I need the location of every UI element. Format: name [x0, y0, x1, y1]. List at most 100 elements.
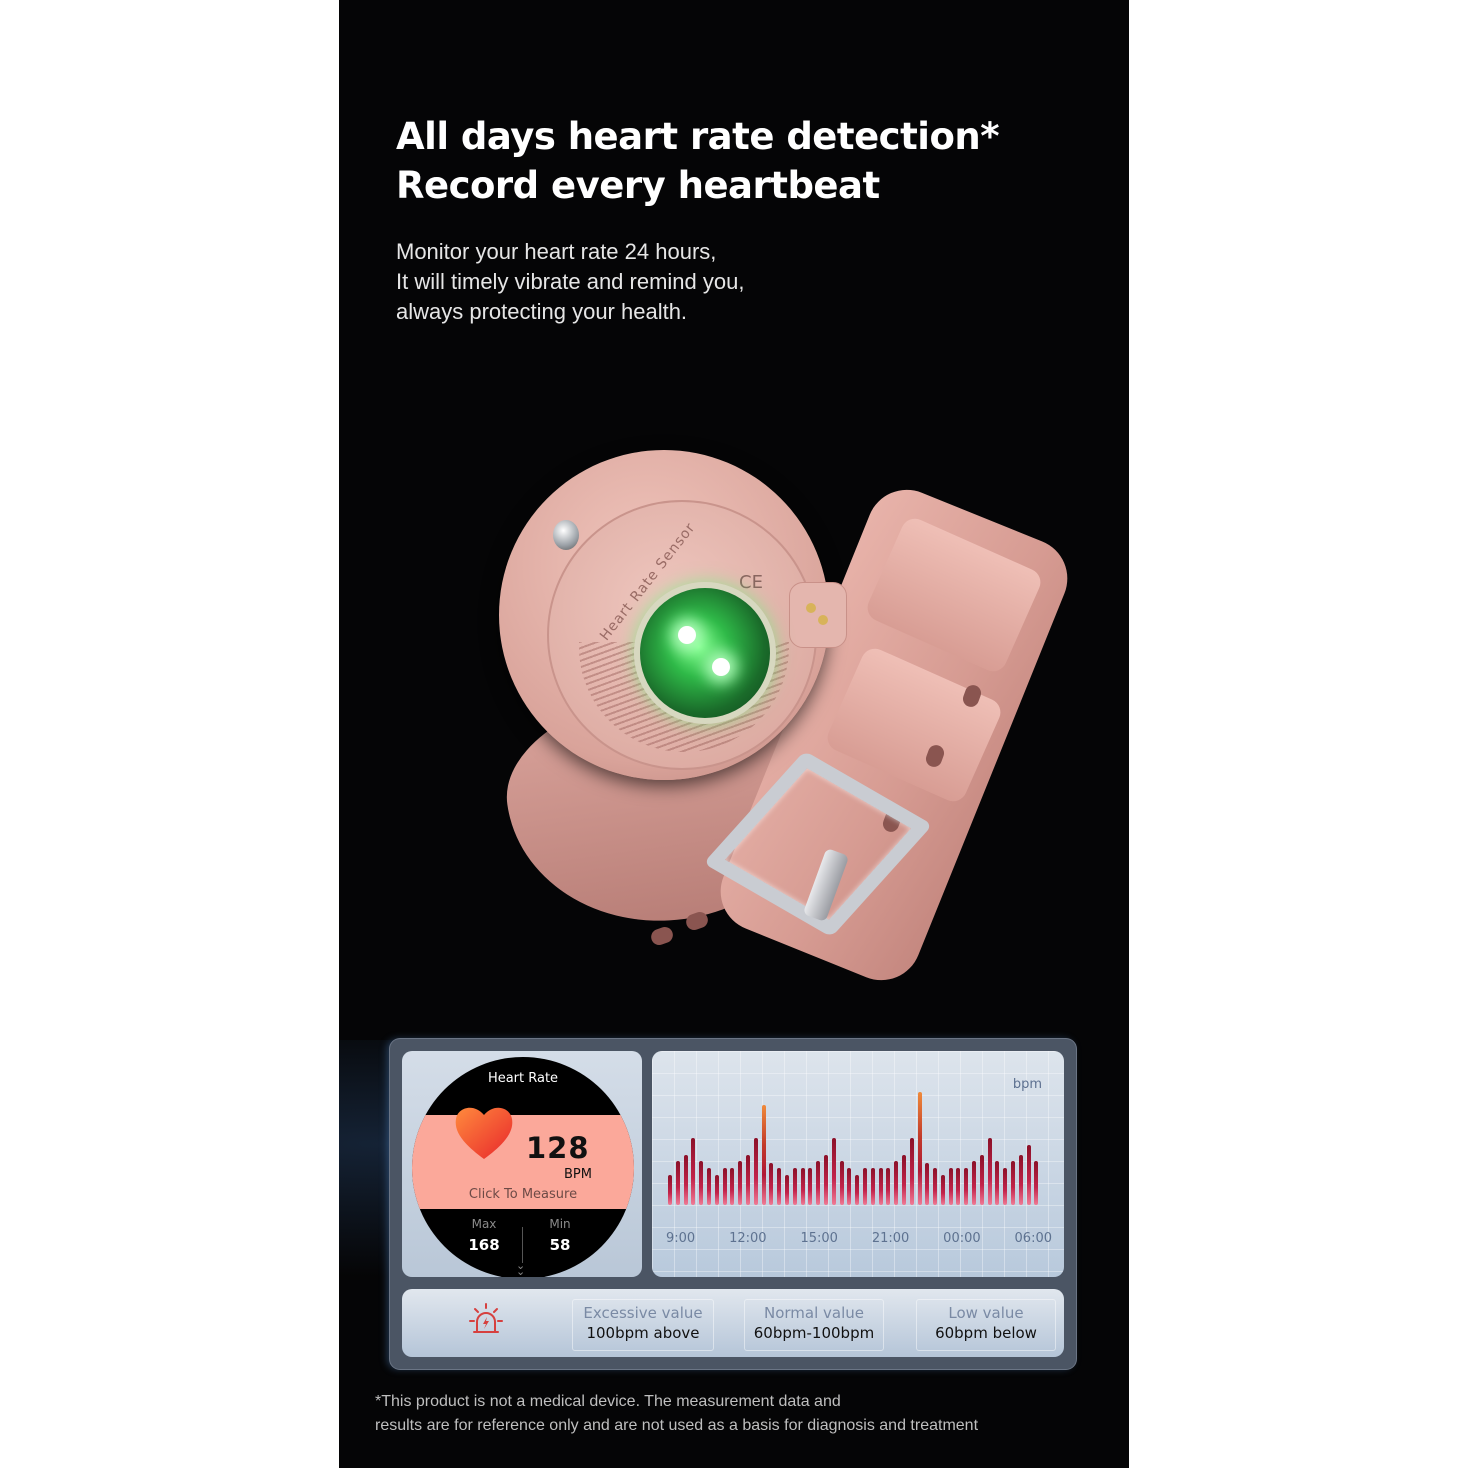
range-low: Low value 60bpm below — [916, 1299, 1056, 1351]
case-back-plate: Heart Rate Sensor CE — [547, 500, 847, 770]
chart-bar — [979, 1155, 984, 1205]
disclaimer-line-1: *This product is not a medical device. T… — [375, 1393, 841, 1410]
chart-bar — [800, 1168, 805, 1205]
chart-bar — [808, 1168, 813, 1205]
max-value: 168 — [468, 1236, 500, 1254]
charging-pin-icon — [806, 603, 816, 613]
x-tick-label: 9:00 — [666, 1231, 696, 1246]
heart-rate-chart: bpm 9:00 12:00 15:00 21:00 00:00 06:00 — [652, 1051, 1064, 1277]
chart-bar — [730, 1168, 735, 1205]
measure-button[interactable]: Click To Measure — [468, 1187, 578, 1202]
chart-bar — [668, 1175, 672, 1205]
chart-bar — [956, 1168, 961, 1205]
charging-pin-icon — [818, 615, 828, 625]
chart-bar — [738, 1161, 743, 1205]
chart-bar — [745, 1155, 750, 1205]
chart-bar — [1034, 1161, 1039, 1205]
chart-bar — [886, 1168, 891, 1205]
alarm-siren-icon — [469, 1303, 503, 1333]
chart-bar — [855, 1175, 860, 1205]
chart-bar — [948, 1168, 953, 1205]
chart-bar — [933, 1168, 938, 1205]
medical-disclaimer: *This product is not a medical device. T… — [375, 1390, 978, 1438]
range-value: 60bpm below — [935, 1324, 1037, 1342]
bpm-value: 128 — [526, 1131, 590, 1165]
watch-face-tile: Heart Rate 128 BPM Click To Measure Max — [402, 1051, 642, 1277]
chart-bar — [862, 1168, 867, 1205]
strap-hole — [648, 924, 676, 948]
headline-line-1: All days heart rate detection* — [396, 115, 1000, 158]
ce-mark-icon: CE — [739, 572, 763, 593]
chart-bar — [816, 1161, 821, 1205]
chart-bar — [792, 1168, 797, 1205]
chart-bar — [691, 1138, 696, 1205]
chart-bar — [940, 1175, 945, 1205]
watch-case-back: Heart Rate Sensor CE — [499, 450, 847, 780]
chart-bar — [675, 1161, 680, 1205]
chart-bar — [894, 1161, 899, 1205]
face-title: Heart Rate — [487, 1071, 559, 1086]
min-label: Min — [549, 1217, 571, 1231]
disclaimer-line-2: results are for reference only and are n… — [375, 1417, 979, 1434]
chart-bar — [1026, 1145, 1031, 1205]
chart-bar — [925, 1163, 930, 1205]
chart-bar — [847, 1168, 852, 1205]
min-stat: Min 58 — [530, 1217, 590, 1254]
chart-bar — [839, 1161, 844, 1205]
chart-bar — [699, 1161, 704, 1205]
x-tick-label: 15:00 — [800, 1231, 838, 1246]
headline: All days heart rate detection* Record ev… — [396, 112, 1000, 210]
chart-bar — [972, 1161, 977, 1205]
stat-divider — [522, 1227, 523, 1263]
chart-bar — [831, 1138, 836, 1205]
chart-bar — [987, 1138, 992, 1205]
x-tick-label: 12:00 — [729, 1231, 767, 1246]
chart-bar — [1011, 1161, 1016, 1205]
chart-bar — [761, 1105, 766, 1205]
x-tick-label: 06:00 — [1014, 1231, 1052, 1246]
chart-bar — [1003, 1168, 1008, 1205]
chart-bars — [668, 1091, 1048, 1205]
chart-bar — [917, 1092, 922, 1205]
chart-bar — [777, 1168, 782, 1205]
chart-bar — [1018, 1155, 1023, 1205]
charging-contacts — [789, 582, 847, 648]
chart-bar — [878, 1168, 883, 1205]
range-title: Excessive value — [583, 1304, 703, 1322]
sensor-led-icon — [678, 626, 696, 644]
chart-bar — [909, 1138, 914, 1205]
x-tick-label: 21:00 — [871, 1231, 910, 1246]
heart-icon — [455, 1107, 513, 1159]
range-title: Normal value — [763, 1304, 864, 1322]
subtext-line-3: always protecting your health. — [396, 299, 688, 324]
range-excessive: Excessive value 100bpm above — [572, 1299, 714, 1351]
chart-bar — [722, 1168, 727, 1205]
max-stat: Max 168 — [454, 1217, 514, 1254]
range-value: 60bpm-100bpm — [753, 1324, 875, 1342]
chart-x-axis: 9:00 12:00 15:00 21:00 00:00 06:00 — [666, 1231, 1052, 1246]
heart-rate-sensor — [634, 582, 776, 724]
chart-bar — [714, 1175, 719, 1205]
smartwatch-image: Heart Rate Sensor CE — [489, 440, 1080, 1000]
heart-rate-ranges: Excessive value 100bpm above Normal valu… — [402, 1289, 1064, 1357]
bpm-unit: BPM — [564, 1167, 592, 1182]
face-accent-band — [412, 1115, 634, 1209]
range-normal: Normal value 60bpm-100bpm — [744, 1299, 884, 1351]
range-value: 100bpm above — [586, 1324, 700, 1342]
chevron-down-icon[interactable]: ⌄⌄ — [516, 1259, 526, 1277]
chart-bar — [901, 1155, 906, 1205]
chart-bar — [870, 1168, 875, 1205]
chart-bar — [769, 1163, 774, 1205]
subtext: Monitor your heart rate 24 hours, It wil… — [396, 237, 744, 327]
x-tick-label: 00:00 — [943, 1231, 981, 1246]
subtext-line-1: Monitor your heart rate 24 hours, — [396, 239, 717, 264]
sensor-led-icon — [712, 658, 730, 676]
subtext-line-2: It will timely vibrate and remind you, — [396, 269, 745, 294]
min-value: 58 — [549, 1236, 571, 1254]
product-panel: All days heart rate detection* Record ev… — [339, 0, 1129, 1468]
chart-unit-label: bpm — [1012, 1077, 1042, 1092]
range-title: Low value — [948, 1304, 1024, 1322]
chart-bar — [683, 1155, 688, 1205]
watch-face[interactable]: Heart Rate 128 BPM Click To Measure Max — [412, 1057, 634, 1277]
watch-crown-button — [553, 520, 579, 550]
